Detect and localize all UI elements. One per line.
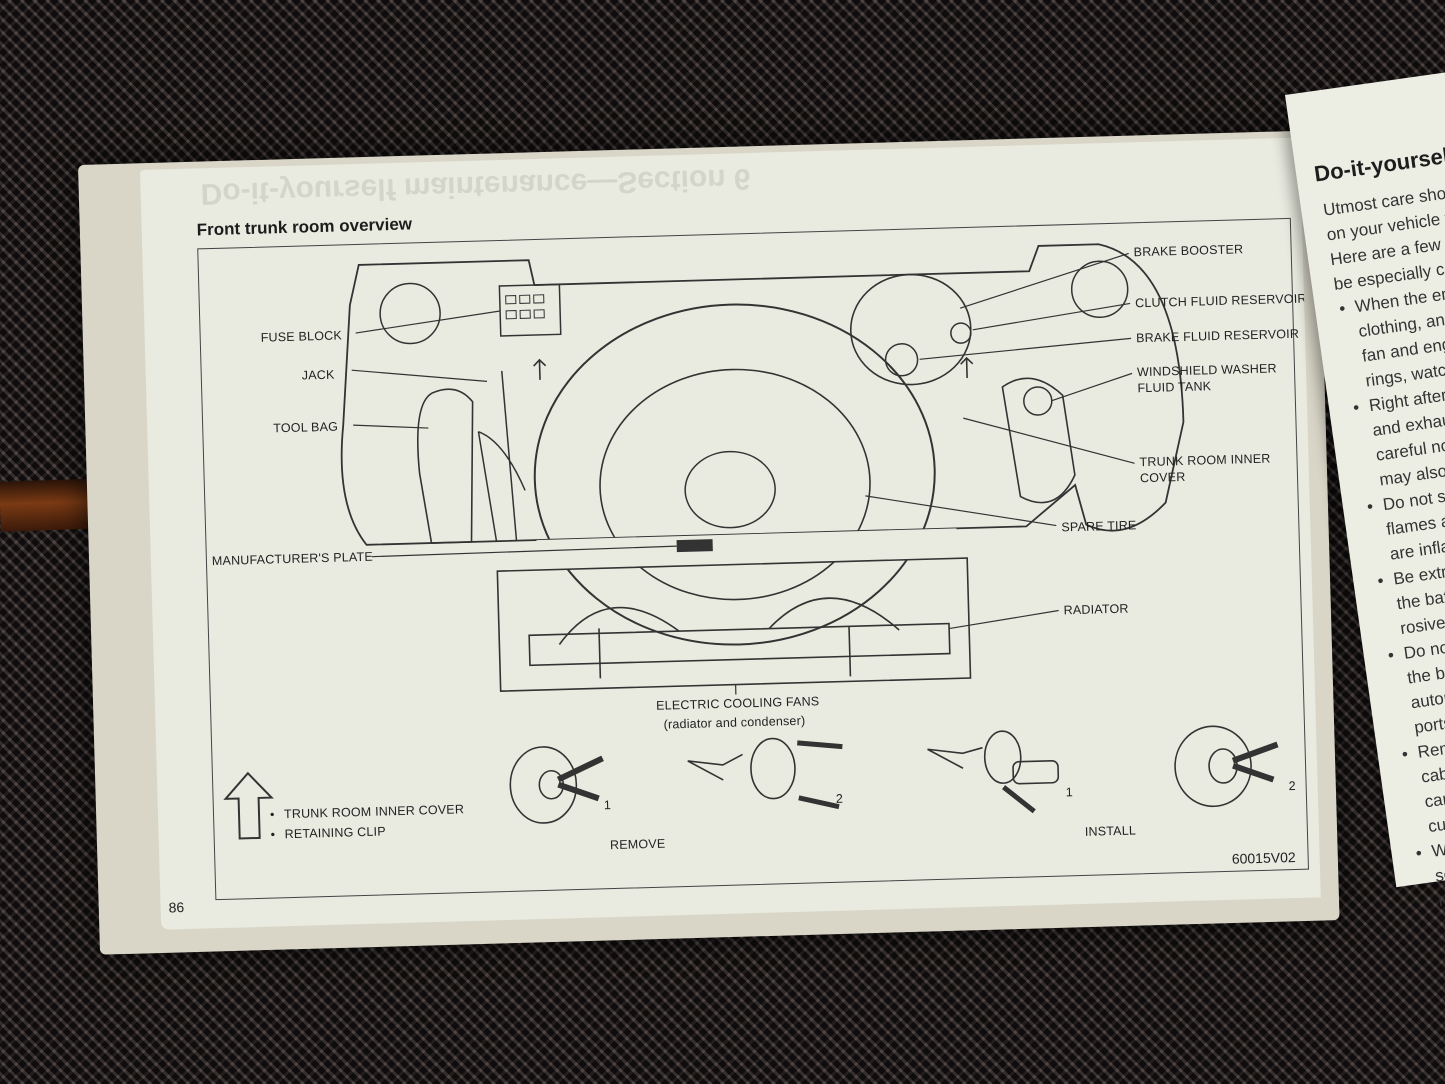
bullet-icon: • [1386, 645, 1396, 666]
bullet-icon: • [1365, 496, 1375, 517]
legend-bullet-2: • [270, 827, 276, 842]
washer-cap [1023, 386, 1053, 416]
label-tool-bag: TOOL BAG [273, 419, 339, 436]
right-page-line: cuit. [1426, 812, 1445, 837]
label-remove: REMOVE [609, 836, 666, 853]
right-cap [1070, 260, 1129, 318]
clutch-reservoir [950, 322, 972, 344]
label-radiator: RADIATOR [1063, 601, 1129, 618]
right-page-line: see tha [1433, 859, 1445, 886]
bullet-icon: • [1351, 397, 1361, 418]
trunk-diagram [223, 243, 1279, 840]
spare-tire-rim [599, 368, 871, 601]
mirrored-header: Do-it-yourself maintenance—Section 6 [200, 161, 752, 211]
up-arrow-icon [223, 771, 274, 840]
step-1-remove: 1 [603, 798, 612, 813]
label-jack: JACK [301, 367, 335, 383]
tire-cut [536, 528, 958, 571]
right-page-line: careful [1423, 785, 1445, 812]
washer-tank [1001, 377, 1076, 504]
label-cover: COVER [1139, 469, 1186, 486]
step-1-install: 1 [1065, 785, 1074, 800]
leader-lines [351, 252, 1135, 695]
left-page: Do-it-yourself maintenance—Section 6 Fro… [140, 137, 1321, 930]
label-fuse-block: FUSE BLOCK [260, 328, 343, 345]
right-page-line: automoti [1409, 684, 1445, 713]
step-2-remove: 2 [835, 791, 844, 806]
jack [477, 370, 526, 542]
brake-booster [849, 273, 972, 386]
bullet-icon: • [1337, 298, 1347, 319]
label-fluid-tank: FLUID TANK [1137, 379, 1212, 396]
tool-bag [417, 388, 474, 544]
brake-reservoir [884, 343, 919, 377]
left-cap [379, 282, 441, 345]
fuse-block-slots [505, 294, 545, 320]
diagram-frame: FUSE BLOCK JACK TOOL BAG MANUFACTURER'S … [197, 217, 1309, 901]
legend-bullet-1: • [269, 807, 275, 822]
cooling-fans [558, 597, 900, 645]
clip-arrow-right-icon [960, 356, 974, 379]
page-number: 86 [168, 899, 185, 916]
right-page-line: careful not [1374, 434, 1445, 465]
spare-tire-outer [533, 303, 936, 646]
trunk-outline [340, 243, 1185, 546]
page-title: Front trunk room overview [196, 214, 413, 240]
clip-step-illustrations [509, 725, 1279, 824]
bullet-icon: • [1400, 744, 1410, 765]
step-2-install: 2 [1288, 778, 1297, 794]
right-page-line: rosive sul [1399, 609, 1445, 639]
figure-code: 60015V02 [1231, 849, 1296, 867]
bullet-icon: • [1414, 843, 1424, 864]
radiator [528, 622, 951, 667]
clip-arrow-left-icon [533, 358, 547, 380]
bullet-icon: • [1376, 571, 1385, 591]
right-page-line: Do not g [1402, 635, 1445, 663]
legend-line-2: RETAINING CLIP [284, 824, 386, 842]
right-page-line: ports. [1412, 712, 1445, 738]
radiator-mounts [598, 626, 852, 679]
right-page-title: Do-it-yourself s [1312, 139, 1445, 187]
right-page-line: the batter [1395, 584, 1445, 614]
right-page-line: Rememb [1416, 733, 1445, 762]
right-page-line: When c [1430, 834, 1445, 861]
right-page-line: the body [1406, 659, 1445, 688]
right-page-line: cables c [1419, 759, 1445, 787]
label-spare-tire: SPARE TIRE [1061, 518, 1137, 535]
spare-tire-hub [684, 450, 776, 529]
manufacturers-plate [676, 539, 713, 553]
label-install: INSTALL [1084, 823, 1137, 839]
